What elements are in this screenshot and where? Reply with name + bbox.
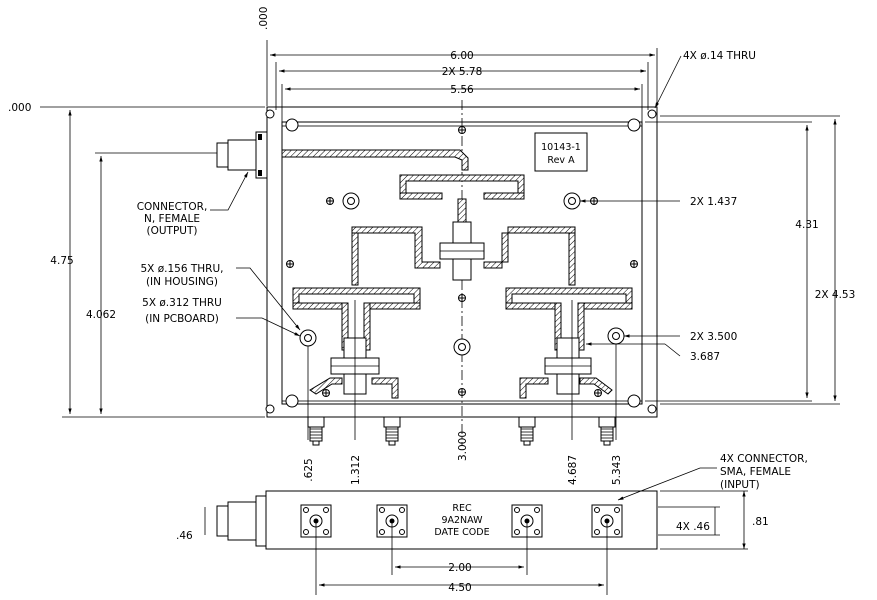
overall-width: 6.00 (450, 50, 473, 62)
top-hole-dim: 2X 1.437 (690, 196, 737, 208)
bottom-dim-5: 5.343 (611, 455, 623, 485)
inner-width: 5.56 (450, 84, 474, 96)
bottom-dim-3: 3.000 (457, 431, 469, 461)
pitch-dim: 2.00 (448, 562, 471, 574)
screw-icon (286, 260, 294, 268)
input-connector-line2: SMA, FEMALE (720, 466, 791, 478)
pcb-through-holes (299, 192, 625, 356)
mid-hole-dim: 2X 3.500 (690, 331, 737, 343)
bottom-dim-1: .625 (303, 458, 315, 481)
bottom-dim-2: 1.312 (350, 455, 362, 485)
bottom-dim-4: 4.687 (567, 455, 579, 485)
span-dim: 4.50 (448, 582, 471, 594)
part-number: 10143-1 (541, 142, 581, 153)
sma-connector-icon (598, 416, 616, 446)
height-dim: 4.75 (50, 255, 73, 267)
sma-connectors-top (307, 416, 616, 446)
dimension-lines (40, 40, 840, 595)
lower-dim: 3.687 (690, 351, 720, 363)
connector-height-dim: 4.062 (86, 309, 116, 321)
holes-height-dim: 2X 4.53 (815, 289, 856, 301)
mount-holes-callout: 4X ø.14 THRU (683, 50, 756, 62)
side-right-dim: 4X .46 (676, 521, 710, 533)
holes-width: 2X 5.78 (442, 66, 483, 78)
pcb-holes-line2: (IN PCBOARD) (145, 313, 219, 325)
output-connector-line3: (OUTPUT) (147, 225, 198, 237)
screw-icon (322, 389, 330, 397)
sma-connector-icon (383, 416, 401, 446)
housing-holes-line1: 5X ø.156 THRU, (141, 263, 224, 275)
side-left-dim: .46 (176, 530, 193, 542)
input-connector-line1: 4X CONNECTOR, (720, 453, 808, 465)
origin-x-label: .000 (258, 7, 270, 30)
sma-connector-icon (307, 416, 325, 446)
marking-line2: 9A2NAW (441, 515, 483, 526)
origin-y-label: .000 (8, 102, 31, 114)
mounting-holes (265, 109, 657, 414)
pcb-holes-line1: 5X ø.312 THRU (142, 297, 222, 309)
sma-connector-icon (518, 416, 536, 446)
input-connector-line3: (INPUT) (720, 479, 760, 491)
output-connector-line2: N, FEMALE (144, 213, 200, 225)
label-block (534, 132, 588, 172)
side-view (216, 490, 658, 550)
screw-icon (326, 197, 334, 205)
marking-line1: REC (452, 503, 472, 514)
housing-holes-line2: (IN HOUSING) (146, 276, 218, 288)
screw-icon (630, 260, 638, 268)
dimension-text: .000 6.00 2X 5.78 5.56 4X ø.14 THRU .000… (8, 7, 855, 594)
output-n-connector (216, 131, 268, 179)
rf-traces (281, 149, 633, 399)
marking-line3: DATE CODE (434, 527, 489, 538)
revision: Rev A (547, 155, 575, 166)
screw-icon (594, 389, 602, 397)
sma-flange-icon (376, 504, 408, 538)
output-connector-line1: CONNECTOR, (137, 201, 208, 213)
inner-height-dim: 4.31 (795, 219, 818, 231)
side-height-dim: .81 (752, 516, 769, 528)
